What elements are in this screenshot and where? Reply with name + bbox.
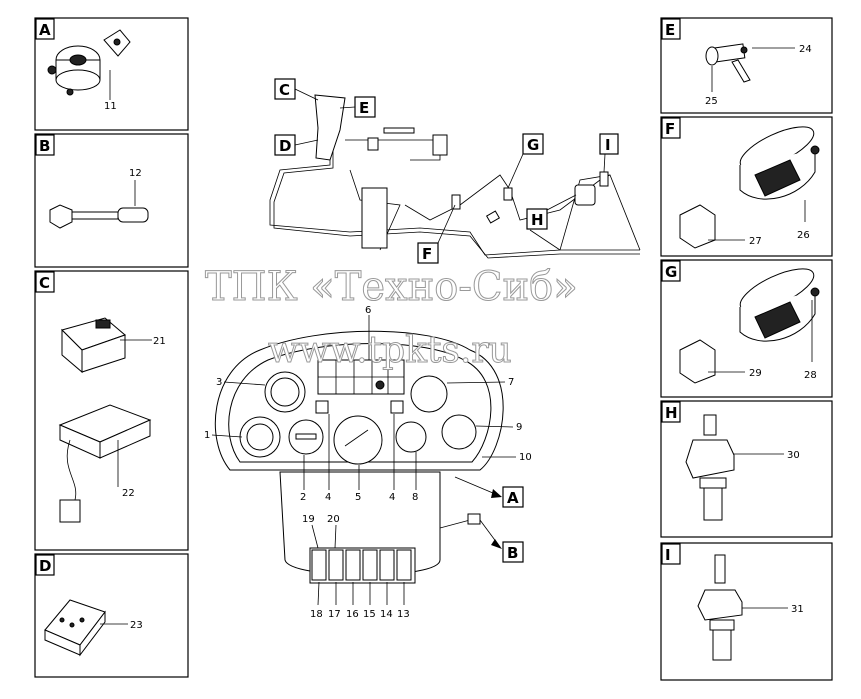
harness-label-I: I (599, 133, 619, 173)
pressure-sensor-g-part (679, 268, 820, 384)
panel-C: C 21 22 (34, 270, 189, 551)
svg-text:www.tpkts.ru: www.tpkts.ru (268, 330, 512, 371)
svg-text:ТПК «Техно-Сиб»: ТПК «Техно-Сиб» (205, 264, 578, 310)
svg-text:6: 6 (365, 305, 371, 316)
svg-text:31: 31 (791, 604, 804, 615)
svg-text:9: 9 (516, 422, 522, 433)
harness-label-G: G (507, 133, 544, 189)
svg-text:29: 29 (749, 368, 762, 379)
svg-text:I: I (605, 136, 611, 154)
svg-text:13: 13 (397, 609, 410, 620)
svg-text:12: 12 (129, 168, 142, 179)
svg-text:24: 24 (799, 44, 812, 55)
harness-label-H: H (526, 194, 577, 230)
svg-text:H: H (665, 404, 678, 422)
svg-text:B: B (507, 544, 518, 562)
svg-text:F: F (422, 245, 432, 263)
svg-text:E: E (359, 99, 369, 117)
svg-text:H: H (531, 211, 544, 229)
wiring-harness (269, 94, 641, 259)
temperature-sensor-h-part (685, 414, 735, 521)
ignition-switch-part (47, 29, 131, 96)
pressure-sensor-f-part (679, 126, 820, 249)
relay-part (61, 317, 126, 374)
stalk-switch-part (49, 204, 149, 229)
panel-G: G 29 28 (660, 259, 833, 398)
svg-text:23: 23 (130, 620, 143, 631)
temperature-sensor-i-part (697, 554, 743, 661)
svg-text:7: 7 (508, 377, 514, 388)
harness-label-C: C (274, 78, 319, 101)
svg-text:1: 1 (204, 430, 210, 441)
svg-text:E: E (665, 21, 675, 39)
instrument-panel (214, 330, 504, 584)
harness-label-D: D (274, 134, 319, 156)
pointer-A: A (454, 476, 524, 508)
connector-part (44, 599, 106, 657)
svg-text:20: 20 (327, 514, 340, 525)
svg-text:5: 5 (355, 492, 361, 503)
svg-text:B: B (39, 137, 50, 155)
svg-text:22: 22 (122, 488, 135, 499)
svg-text:2: 2 (300, 492, 306, 503)
panel-A: A 11 (34, 17, 189, 131)
panel-E: E 24 25 (660, 17, 833, 114)
svg-text:19: 19 (302, 514, 315, 525)
svg-text:D: D (279, 137, 291, 155)
panel-F: F 27 26 (660, 116, 833, 257)
harness-label-F: F (417, 204, 456, 264)
svg-text:A: A (39, 21, 51, 39)
svg-text:30: 30 (787, 450, 800, 461)
svg-text:16: 16 (346, 609, 359, 620)
svg-text:17: 17 (328, 609, 341, 620)
svg-text:I: I (665, 546, 671, 564)
svg-text:D: D (39, 557, 51, 575)
svg-text:15: 15 (363, 609, 376, 620)
svg-text:10: 10 (519, 452, 532, 463)
svg-text:18: 18 (310, 609, 323, 620)
svg-text:A: A (507, 489, 519, 507)
svg-text:28: 28 (804, 370, 817, 381)
svg-text:25: 25 (705, 96, 718, 107)
svg-text:4: 4 (389, 492, 395, 503)
switch-24-part (705, 43, 751, 83)
svg-text:C: C (39, 274, 50, 292)
pointer-B: B (479, 519, 524, 563)
svg-text:14: 14 (380, 609, 393, 620)
svg-text:8: 8 (412, 492, 418, 503)
svg-text:27: 27 (749, 236, 762, 247)
svg-text:21: 21 (153, 336, 166, 347)
svg-text:3: 3 (216, 377, 222, 388)
svg-text:4: 4 (325, 492, 331, 503)
harness-label-E: E (339, 96, 376, 118)
dash-callouts: 1 2 3 4 4 5 6 7 8 9 10 19 20 18 17 16 15… (204, 305, 532, 620)
panel-H: H 30 (660, 400, 833, 538)
svg-text:11: 11 (104, 101, 117, 112)
svg-text:F: F (665, 120, 675, 138)
watermark: ТПК «Техно-Сиб» www.tpkts.ru (205, 264, 579, 372)
sensor-unit-part (58, 404, 152, 523)
panel-I: I 31 (660, 542, 833, 681)
svg-text:26: 26 (797, 230, 810, 241)
panel-B: B 12 (34, 133, 189, 268)
panel-D: D 23 (34, 553, 189, 678)
svg-text:C: C (279, 81, 290, 99)
svg-text:G: G (665, 263, 677, 281)
svg-text:G: G (527, 136, 539, 154)
